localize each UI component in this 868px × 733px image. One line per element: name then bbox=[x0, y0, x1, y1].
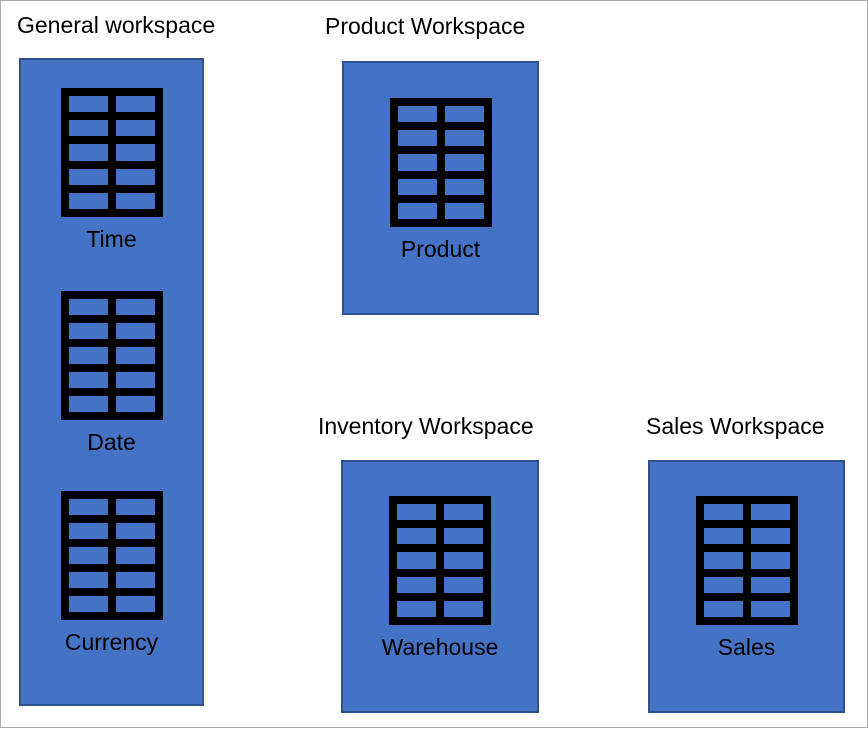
table-cell bbox=[68, 323, 108, 340]
table-cell bbox=[750, 600, 790, 617]
table-cell bbox=[68, 192, 108, 209]
table-cell bbox=[68, 395, 108, 412]
table-label-currency: Currency bbox=[64, 629, 159, 655]
table-cell bbox=[444, 528, 483, 545]
table-icon bbox=[60, 291, 163, 420]
table-cell bbox=[444, 552, 483, 569]
table-cell bbox=[115, 323, 155, 340]
table-cell bbox=[115, 168, 155, 185]
workspace-box-sales: Sales bbox=[648, 460, 845, 713]
table-label-warehouse: Warehouse bbox=[381, 634, 499, 660]
table-cell bbox=[68, 595, 108, 612]
table-label-sales: Sales bbox=[717, 634, 776, 660]
table-icon bbox=[60, 88, 163, 217]
table-cell bbox=[68, 168, 108, 185]
table-group-sales: Sales bbox=[650, 496, 843, 660]
table-cell bbox=[397, 504, 436, 521]
table-cell bbox=[444, 202, 484, 219]
table-cell bbox=[397, 576, 436, 593]
table-cell bbox=[444, 106, 484, 123]
table-label-time: Time bbox=[86, 226, 137, 252]
table-cell bbox=[115, 395, 155, 412]
table-cell bbox=[750, 576, 790, 593]
workspace-title-sales: Sales Workspace bbox=[646, 413, 825, 439]
table-cell bbox=[397, 154, 437, 171]
table-cell bbox=[750, 552, 790, 569]
table-cell bbox=[703, 504, 743, 521]
table-cell bbox=[703, 552, 743, 569]
workspace-title-general: General workspace bbox=[17, 12, 216, 38]
table-group-time: Time bbox=[21, 88, 202, 252]
table-cell bbox=[115, 96, 155, 113]
table-cell bbox=[115, 571, 155, 588]
workspace-title-inventory: Inventory Workspace bbox=[318, 413, 534, 439]
table-group-currency: Currency bbox=[21, 491, 202, 655]
table-cell bbox=[68, 523, 108, 540]
table-cell bbox=[115, 523, 155, 540]
table-cell bbox=[444, 130, 484, 147]
table-icon bbox=[60, 491, 163, 620]
table-cell bbox=[68, 571, 108, 588]
workspace-box-general: Time Date Currency bbox=[19, 58, 204, 706]
table-cell bbox=[703, 576, 743, 593]
table-cell bbox=[397, 178, 437, 195]
table-cell bbox=[68, 547, 108, 564]
table-cell bbox=[68, 347, 108, 364]
table-cell bbox=[444, 600, 483, 617]
table-cell bbox=[115, 144, 155, 161]
table-cell bbox=[115, 192, 155, 209]
table-cell bbox=[397, 600, 436, 617]
table-cell bbox=[115, 499, 155, 516]
table-cell bbox=[750, 528, 790, 545]
table-cell bbox=[115, 299, 155, 316]
table-label-product: Product bbox=[400, 236, 481, 262]
table-cell bbox=[115, 371, 155, 388]
table-cell bbox=[703, 528, 743, 545]
table-cell bbox=[444, 178, 484, 195]
table-group-warehouse: Warehouse bbox=[343, 496, 537, 660]
table-icon bbox=[695, 496, 798, 625]
table-label-date: Date bbox=[87, 429, 136, 455]
table-cell bbox=[397, 528, 436, 545]
workspace-box-product: Product bbox=[342, 61, 539, 315]
table-cell bbox=[115, 547, 155, 564]
table-cell bbox=[115, 595, 155, 612]
workspace-title-product: Product Workspace bbox=[325, 13, 526, 39]
table-cell bbox=[397, 202, 437, 219]
table-cell bbox=[115, 347, 155, 364]
table-cell bbox=[444, 154, 484, 171]
workspace-box-inventory: Warehouse bbox=[341, 460, 539, 713]
table-group-product: Product bbox=[344, 98, 537, 262]
table-cell bbox=[750, 504, 790, 521]
table-cell bbox=[397, 106, 437, 123]
table-cell bbox=[68, 371, 108, 388]
table-group-date: Date bbox=[21, 291, 202, 455]
table-cell bbox=[444, 504, 483, 521]
table-cell bbox=[68, 96, 108, 113]
table-cell bbox=[68, 120, 108, 137]
table-icon bbox=[389, 98, 492, 227]
table-cell bbox=[444, 576, 483, 593]
table-cell bbox=[115, 120, 155, 137]
table-cell bbox=[68, 144, 108, 161]
table-cell bbox=[397, 130, 437, 147]
table-cell bbox=[703, 600, 743, 617]
table-cell bbox=[397, 552, 436, 569]
table-cell bbox=[68, 299, 108, 316]
table-cell bbox=[68, 499, 108, 516]
table-icon bbox=[389, 496, 491, 625]
